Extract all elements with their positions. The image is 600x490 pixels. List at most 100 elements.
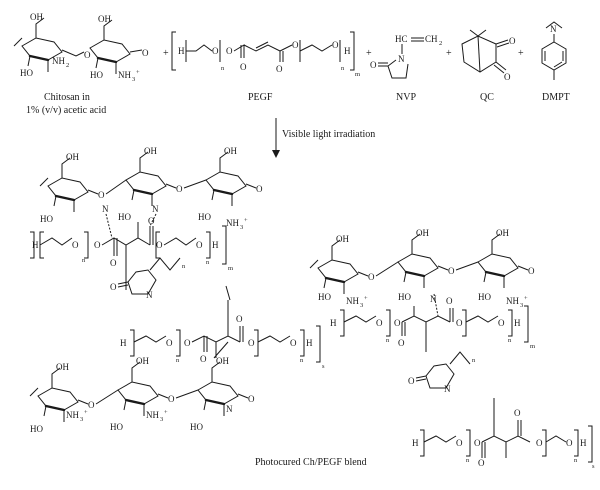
hydroxyl-label: OH xyxy=(30,12,43,22)
svg-text:3: 3 xyxy=(360,302,363,309)
svg-text:H: H xyxy=(306,338,313,348)
svg-text:N: N xyxy=(398,54,405,64)
svg-text:O: O xyxy=(256,184,263,194)
svg-text:NH: NH xyxy=(346,296,359,306)
svg-text:N: N xyxy=(152,204,159,214)
svg-text:N: N xyxy=(102,204,109,214)
svg-text:N: N xyxy=(226,404,233,414)
svg-text:n: n xyxy=(574,457,578,464)
svg-text:2: 2 xyxy=(66,62,69,69)
hydroxyl-label: HO xyxy=(20,68,33,78)
svg-text:HO: HO xyxy=(190,422,203,432)
svg-text:HO: HO xyxy=(110,422,123,432)
pegf-chain: H O n O O O O O n H m xyxy=(30,213,233,290)
svg-text:NH: NH xyxy=(66,410,79,420)
svg-text:n: n xyxy=(386,337,390,344)
svg-text:O: O xyxy=(370,60,377,70)
svg-text:+: + xyxy=(364,295,368,302)
svg-text:O: O xyxy=(184,338,191,348)
reaction-arrow: Visible light irradiation xyxy=(272,118,375,158)
svg-text:O: O xyxy=(498,318,505,328)
plus-sign: + xyxy=(163,48,169,59)
chitosan-structure: OH HO NH 2 O OH HO NH 3 + O Chitosan in … xyxy=(13,12,149,116)
svg-text:O: O xyxy=(72,240,79,250)
svg-text:H: H xyxy=(32,240,39,250)
svg-text:m: m xyxy=(355,71,360,78)
chitosan-chain: O O O OH HO NH 3 + OH HO NH 3 + OH HO N xyxy=(29,341,255,434)
svg-text:O: O xyxy=(368,272,375,282)
chitosan-solvent-label: 1% (v/v) acetic acid xyxy=(26,105,106,116)
svg-text:H: H xyxy=(178,46,185,56)
svg-text:O: O xyxy=(276,64,283,74)
svg-text:O: O xyxy=(240,62,247,72)
svg-text:OH: OH xyxy=(144,146,157,156)
svg-text:3: 3 xyxy=(520,302,523,309)
svg-text:+: + xyxy=(244,217,248,224)
svg-text:2: 2 xyxy=(439,40,442,47)
svg-text:OH: OH xyxy=(136,356,149,366)
svg-text:O: O xyxy=(528,266,535,276)
svg-text:OH: OH xyxy=(56,362,69,372)
svg-text:O: O xyxy=(446,296,453,306)
product-network: O O O OH HO OH HO OH HO NH 3 + N N H O xyxy=(29,146,595,470)
svg-text:H: H xyxy=(412,438,419,448)
svg-text:n: n xyxy=(221,65,225,72)
svg-text:n: n xyxy=(466,457,470,464)
svg-text:O: O xyxy=(456,438,463,448)
svg-text:O: O xyxy=(332,40,339,50)
svg-text:CH: CH xyxy=(425,34,438,44)
svg-text:O: O xyxy=(110,282,117,292)
oxygen-label: O xyxy=(142,48,149,58)
svg-text:OH: OH xyxy=(336,234,349,244)
svg-text:+: + xyxy=(164,409,168,416)
svg-text:H: H xyxy=(120,338,127,348)
svg-text:N: N xyxy=(430,294,437,304)
svg-text:H: H xyxy=(344,46,351,56)
svg-text:n: n xyxy=(182,263,186,270)
svg-text:+: + xyxy=(136,69,140,76)
svg-text:n: n xyxy=(176,357,180,364)
svg-text:HO: HO xyxy=(198,212,211,222)
svg-text:O: O xyxy=(292,40,299,50)
qc-structure: O O QC xyxy=(461,29,516,103)
svg-text:HC: HC xyxy=(395,34,408,44)
qc-label: QC xyxy=(480,92,494,103)
reaction-condition-label: Visible light irradiation xyxy=(282,129,375,140)
svg-text:O: O xyxy=(196,240,203,250)
svg-text:O: O xyxy=(88,400,95,410)
svg-text:O: O xyxy=(200,354,207,364)
product-label: Photocured Ch/PEGF blend xyxy=(255,457,367,468)
svg-text:O: O xyxy=(156,240,163,250)
svg-text:O: O xyxy=(536,438,543,448)
svg-text:O: O xyxy=(148,216,155,226)
plus-sign: + xyxy=(366,48,372,59)
svg-text:O: O xyxy=(94,240,101,250)
svg-text:O: O xyxy=(474,438,481,448)
svg-text:H: H xyxy=(580,438,587,448)
svg-text:OH: OH xyxy=(224,146,237,156)
svg-text:O: O xyxy=(394,318,401,328)
svg-text:+: + xyxy=(524,295,528,302)
svg-text:O: O xyxy=(226,46,233,56)
svg-text:OH: OH xyxy=(216,356,229,366)
svg-text:H: H xyxy=(330,318,337,328)
svg-text:s: s xyxy=(592,463,595,470)
chitosan-chain: O O O OH HO OH HO OH HO NH 3 + N N xyxy=(39,146,263,231)
svg-text:HO: HO xyxy=(118,212,131,222)
svg-text:O: O xyxy=(478,458,485,468)
svg-text:n: n xyxy=(508,337,512,344)
svg-text:n: n xyxy=(82,257,86,264)
svg-text:O: O xyxy=(110,258,117,268)
svg-text:O: O xyxy=(456,318,463,328)
svg-text:m: m xyxy=(228,265,233,272)
pyrrolidone-ring: O N n xyxy=(110,257,186,300)
nvp-label: NVP xyxy=(396,92,416,103)
svg-text:3: 3 xyxy=(240,224,243,231)
svg-text:O: O xyxy=(566,438,573,448)
svg-text:O: O xyxy=(509,36,516,46)
svg-text:NH: NH xyxy=(146,410,159,420)
svg-text:HO: HO xyxy=(478,292,491,302)
svg-text:OH: OH xyxy=(496,228,509,238)
svg-text:HO: HO xyxy=(318,292,331,302)
pegf-label: PEGF xyxy=(248,92,273,103)
